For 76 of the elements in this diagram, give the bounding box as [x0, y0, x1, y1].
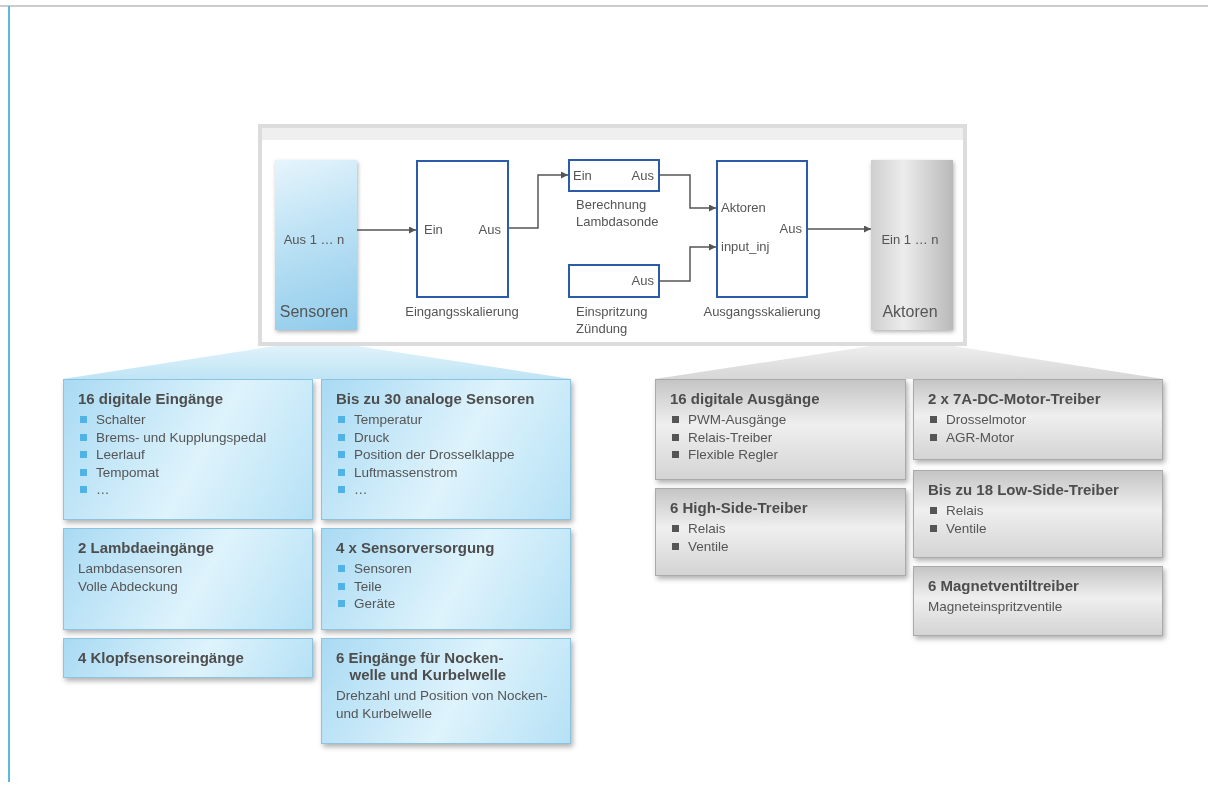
card-text: Magneteinspritzventile: [928, 598, 1064, 616]
feature-card: [63, 528, 313, 630]
expansion-shape: [63, 346, 571, 379]
card-heading: 6 High-Side-Treiber: [670, 499, 809, 516]
block-title: Aktoren: [882, 302, 938, 322]
list-item: Relais: [670, 520, 726, 538]
card-heading: 4 x Sensorversorgung: [336, 539, 496, 556]
list-item: Drosselmotor: [928, 411, 1027, 429]
arrow: [508, 171, 569, 229]
function-block: [416, 160, 509, 298]
arrow: [659, 243, 717, 282]
list-item: Ventile: [670, 537, 729, 556]
card-heading: 4 Klopfsensoreingänge: [78, 649, 245, 666]
card-heading: 16 digitale Ausgänge: [670, 390, 821, 407]
list-item: Luftmassenstrom: [336, 463, 458, 482]
card-text: Lambdasensoren: [78, 560, 184, 578]
list-item: Relais: [928, 502, 984, 520]
list-item: Teile: [336, 577, 382, 596]
arrow: [356, 226, 417, 234]
feature-card: [63, 638, 313, 678]
list-item: Relais-Treiber: [670, 428, 773, 447]
card-heading: Bis zu 30 analoge Sensoren: [336, 390, 536, 407]
port-label: Aus 1 … n: [283, 232, 345, 248]
card-heading: Bis zu 18 Low-Side-Treiber: [928, 481, 1120, 498]
list-item: Flexible Regler: [670, 446, 779, 464]
card-heading: 2 x 7A-DC-Motor-Treiber: [928, 390, 1102, 407]
card-text: Drehzahl und Position von Nocken- und Kurbelwelle: [336, 687, 549, 723]
port-label: Ein: [424, 222, 443, 238]
card-text: Volle Abdeckung: [78, 577, 179, 596]
block-title: Sensoren: [279, 302, 349, 322]
list-item: Tempomat: [78, 463, 160, 482]
port-label: Aus: [478, 222, 501, 238]
port-label: Ein: [573, 168, 592, 184]
function-block: [716, 160, 808, 298]
feature-card: [913, 470, 1163, 558]
port-label: Ein 1 … n: [881, 232, 939, 248]
list-item: Leerlauf: [78, 446, 145, 464]
block-caption: Berechnung Lambdasonde: [576, 197, 660, 231]
list-item: Schalter: [78, 411, 146, 429]
arrow: [807, 225, 872, 233]
list-item: Position der Drosselklappe: [336, 446, 515, 464]
block-caption: Eingangsskalierung: [405, 304, 519, 321]
list-item: Sensoren: [336, 560, 412, 578]
arrow: [659, 174, 717, 212]
list-item: PWM-Ausgänge: [670, 411, 787, 429]
feature-card: [913, 566, 1163, 636]
list-item: Brems- und Kupplungspedal: [78, 428, 267, 447]
block-caption: Ausgangsskalierung: [703, 304, 821, 321]
function-block: [568, 159, 660, 192]
list-item: Druck: [336, 428, 390, 447]
sensor-block: [275, 160, 357, 330]
list-item: AGR-Motor: [928, 428, 1015, 447]
card-heading: 6 Eingänge für Nocken- welle und Kurbelwelle: [336, 649, 508, 683]
card-heading: 6 Magnetventiltreiber: [928, 577, 1080, 594]
feature-card: [321, 638, 571, 744]
port-label: Aus: [631, 168, 654, 184]
feature-card: [321, 528, 571, 630]
port-label: Aus: [631, 273, 654, 289]
port-label: input_inj: [721, 239, 770, 255]
list-item: …: [336, 481, 368, 499]
expansion-shape: [655, 346, 1163, 379]
feature-card: [655, 379, 906, 480]
list-item: Ventile: [928, 519, 987, 538]
card-heading: 2 Lambdaeingänge: [78, 539, 215, 556]
block-caption: Einspritzung Zündung: [576, 304, 649, 338]
list-item: Geräte: [336, 595, 396, 613]
port-label: Aus: [779, 221, 802, 237]
list-item: …: [78, 481, 110, 499]
feature-card: [913, 379, 1163, 460]
feature-card: [655, 488, 906, 576]
function-block: [568, 264, 660, 298]
diagram-frame: [258, 124, 967, 346]
port-label: Aktoren: [721, 200, 766, 216]
card-heading: 16 digitale Eingänge: [78, 390, 225, 407]
list-item: Temperatur: [336, 411, 423, 429]
actuator-block: [871, 160, 953, 330]
